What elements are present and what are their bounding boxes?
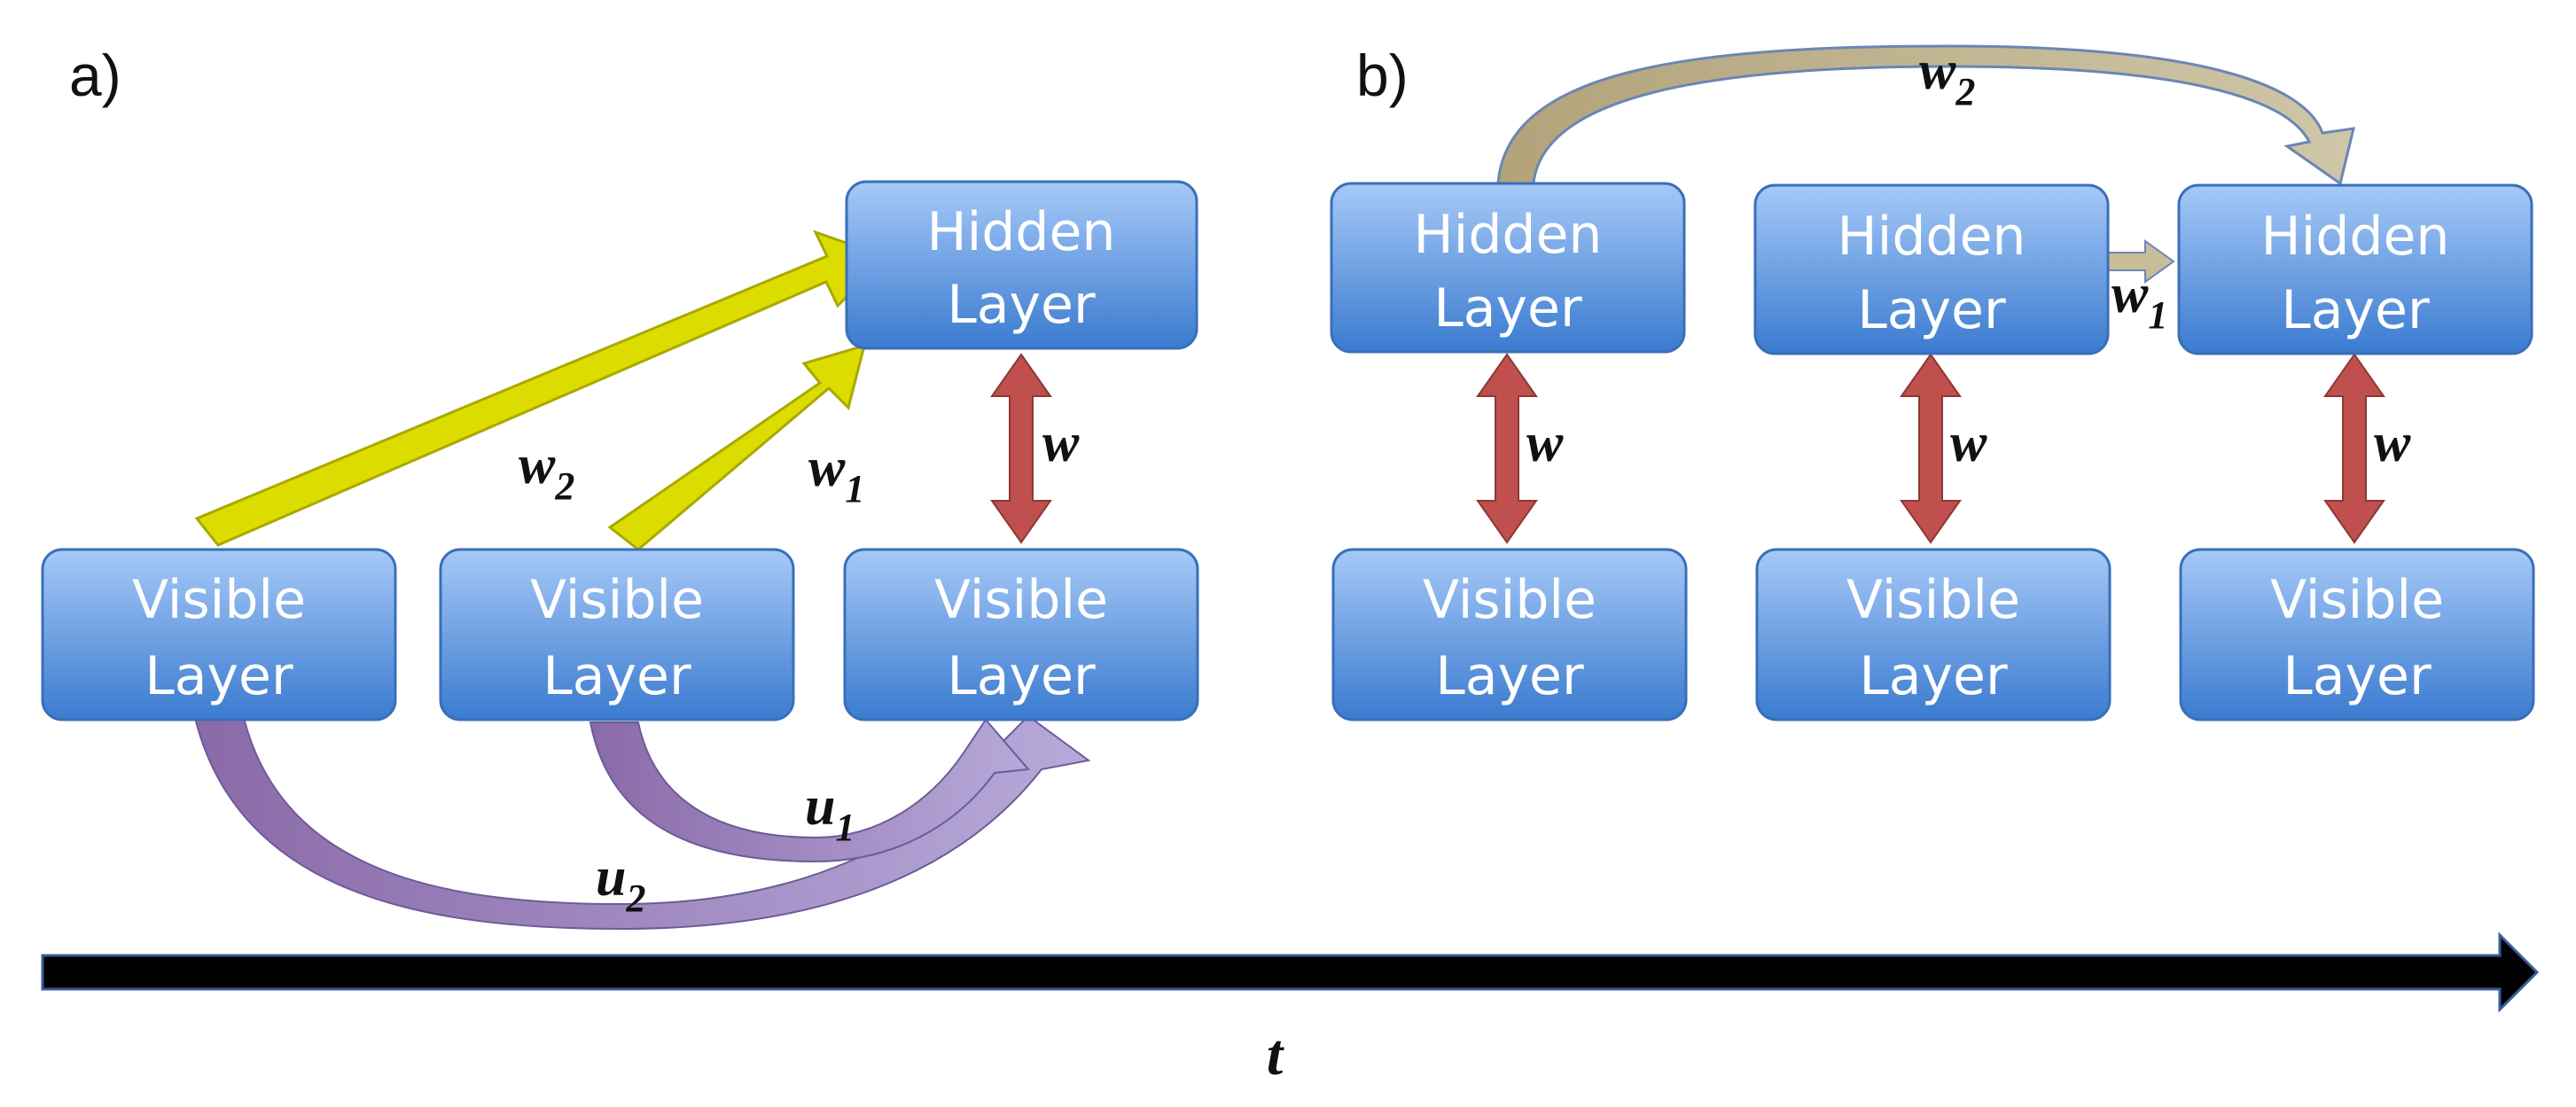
panel-a-label: a): [69, 43, 121, 108]
w-arrow-b1: [1476, 353, 1538, 544]
u2-arrow: [193, 714, 1091, 931]
w1-label-b: w1: [2112, 264, 2167, 337]
hidden-layer-line2: Layer: [2281, 279, 2430, 341]
w1-arrow: [607, 343, 867, 551]
visible-layer-line2: Layer: [144, 645, 293, 707]
hidden-layer-b2: Hidden Layer: [1753, 183, 2110, 355]
u2-label: u2: [596, 847, 645, 920]
hidden-layer-b3: Hidden Layer: [2177, 183, 2533, 355]
visible-layer-line2: Layer: [543, 645, 691, 707]
visible-layer-line1: Visible: [1423, 569, 1596, 631]
visible-layer-line1: Visible: [530, 569, 704, 631]
visible-layer-line2: Layer: [1859, 645, 2008, 707]
hidden-layer-b1: Hidden Layer: [1330, 182, 1686, 354]
visible-layer-line1: Visible: [1846, 569, 2020, 631]
visible-layer-b3: Visible Layer: [2179, 548, 2535, 721]
w-label-a: w: [1042, 413, 1080, 473]
w-label-b1: w: [1526, 413, 1564, 473]
w1-arrow-b: [2104, 239, 2175, 284]
hidden-layer-line2: Layer: [1433, 277, 1582, 339]
hidden-layer-line2: Layer: [1857, 279, 2006, 341]
visible-layer-line1: Visible: [934, 569, 1108, 631]
visible-layer-a1: Visible Layer: [41, 548, 397, 721]
hidden-layer-a: Hidden Layer: [845, 180, 1198, 350]
visible-layer-a2: Visible Layer: [439, 548, 795, 721]
visible-layer-line1: Visible: [2270, 569, 2444, 631]
w-arrow-a: [990, 353, 1052, 544]
w-arrow-b3: [2323, 353, 2385, 544]
w1-label-a: w1: [808, 438, 864, 511]
time-axis-label: t: [1267, 1023, 1284, 1088]
hidden-layer-line1: Hidden: [1414, 204, 1603, 266]
w2-label-b: w2: [1919, 41, 1975, 113]
hidden-layer-line1: Hidden: [1838, 206, 2026, 268]
w-label-b3: w: [2374, 413, 2411, 473]
time-axis-arrow: [41, 932, 2540, 1013]
visible-layer-line2: Layer: [2283, 645, 2432, 707]
u1-arrow: [589, 718, 1030, 863]
w2-arrow-b: [1496, 44, 2355, 186]
w-label-b2: w: [1950, 413, 1987, 473]
w2-label-a: w2: [519, 435, 574, 508]
visible-layer-line2: Layer: [1435, 645, 1584, 707]
visible-layer-a3: Visible Layer: [843, 548, 1199, 721]
visible-layer-b2: Visible Layer: [1755, 548, 2112, 721]
panel-b-label: b): [1356, 43, 1409, 108]
visible-layer-line1: Visible: [132, 569, 306, 631]
hidden-layer-line2: Layer: [947, 274, 1096, 336]
hidden-layer-line1: Hidden: [927, 201, 1116, 263]
u1-label: u1: [805, 776, 855, 849]
visible-layer-b1: Visible Layer: [1331, 548, 1688, 721]
hidden-layer-line1: Hidden: [2261, 206, 2450, 268]
w-arrow-b2: [1900, 353, 1962, 544]
visible-layer-line2: Layer: [947, 645, 1096, 707]
w2-arrow: [194, 230, 889, 547]
